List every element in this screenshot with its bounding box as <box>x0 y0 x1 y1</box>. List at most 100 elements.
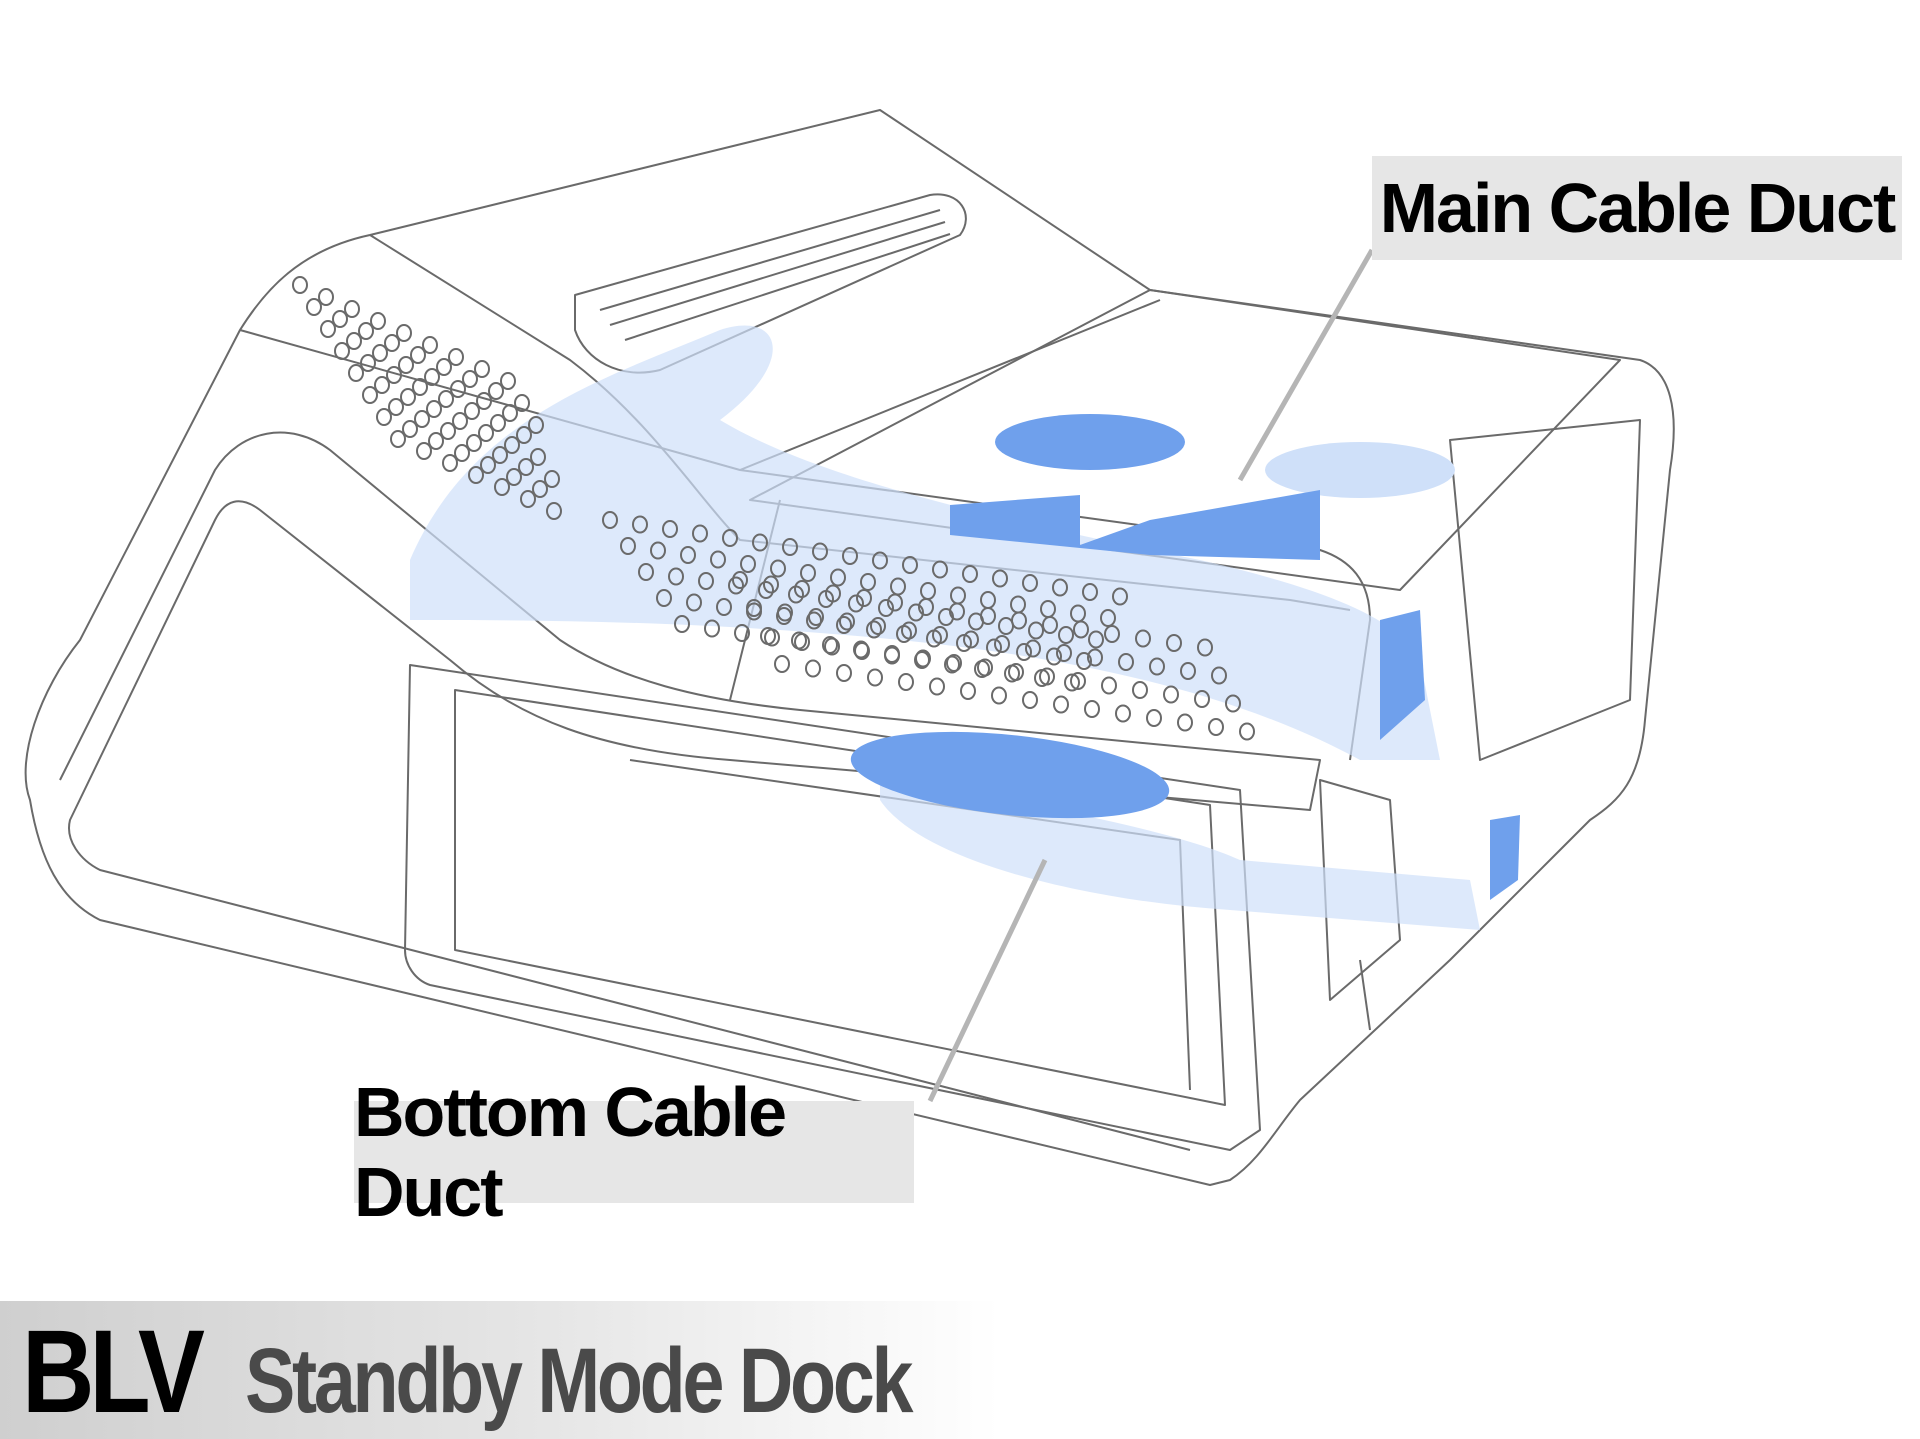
bottom-duct-inner-frame <box>454 689 1226 1106</box>
vent-hole <box>1084 700 1100 718</box>
vent-hole <box>1211 666 1227 685</box>
vent-hole <box>1180 662 1196 680</box>
vent-hole <box>442 454 458 472</box>
main-duct-leader-line <box>1237 248 1375 482</box>
vent-hole <box>960 682 976 700</box>
vent-hole <box>805 659 821 678</box>
vent-hole <box>530 448 546 466</box>
vent-hole <box>1087 648 1103 667</box>
vent-hole <box>1016 643 1032 661</box>
vent-hole <box>760 627 776 645</box>
vent-hole <box>1118 653 1134 671</box>
vent-hole <box>1046 647 1062 666</box>
vent-hole <box>740 555 756 573</box>
vent-hole <box>370 312 386 330</box>
vent-hole <box>438 390 454 408</box>
vent-hole <box>632 515 648 534</box>
title-bar: BLV Standby Mode Dock <box>0 1301 1000 1439</box>
vent-hole <box>396 324 412 342</box>
vent-hole <box>674 615 690 633</box>
bottom-duct-frame <box>404 664 1261 1151</box>
vent-hole <box>344 300 360 318</box>
vent-hole <box>884 645 900 663</box>
vent-hole <box>494 478 510 496</box>
vent-hole <box>372 344 388 362</box>
vent-hole <box>306 298 322 316</box>
vent-hole <box>532 480 548 498</box>
vent-hole <box>668 567 684 586</box>
duct-highlights <box>410 325 1520 930</box>
vent-hole <box>514 394 530 412</box>
vent-hole <box>878 599 894 617</box>
bottom-duct-leader-line <box>927 858 1048 1103</box>
main-cable-duct-label: Main Cable Duct <box>1372 156 1902 260</box>
vent-hole <box>825 584 841 603</box>
vent-hole <box>414 410 430 428</box>
vent-hole <box>866 620 882 639</box>
vent-hole <box>480 456 496 474</box>
vent-hole <box>962 565 978 583</box>
vent-hole <box>334 342 350 360</box>
vent-hole <box>722 529 738 547</box>
vent-hole <box>1194 690 1210 708</box>
vent-hole <box>794 580 810 598</box>
vent-hole <box>440 422 456 440</box>
vent-hole <box>1022 691 1038 709</box>
vent-hole <box>466 434 482 452</box>
vent-hole <box>887 593 903 612</box>
vent-hole <box>478 424 494 442</box>
vent-hole <box>422 336 438 354</box>
vent-hole <box>686 593 702 612</box>
vent-hole <box>464 402 480 420</box>
vent-hole <box>791 631 807 650</box>
vent-hole <box>468 466 484 484</box>
vent-hole <box>1082 583 1098 601</box>
vent-hole <box>822 636 838 654</box>
vent-hole <box>360 354 376 372</box>
vent-hole <box>1008 663 1024 681</box>
vent-hole <box>716 598 732 616</box>
vent-hole <box>782 538 798 556</box>
vent-hole <box>410 346 426 364</box>
side-port-lower <box>1319 779 1401 1001</box>
main-duct-channel <box>950 490 1320 560</box>
vent-hole <box>384 334 400 352</box>
vent-hole <box>1064 673 1080 692</box>
vent-hole <box>746 599 762 617</box>
vent-hole <box>412 378 428 396</box>
vent-hole <box>992 569 1008 588</box>
brand-name: BLV <box>22 1306 205 1438</box>
vent-hole <box>1197 638 1213 657</box>
vent-hole <box>956 634 972 652</box>
vent-hole <box>518 458 534 476</box>
vent-hole <box>638 563 654 581</box>
vent-hole <box>1149 657 1165 676</box>
vent-hole <box>991 686 1007 705</box>
vent-hole <box>1112 587 1128 606</box>
vent-hole <box>1076 652 1092 670</box>
vent-hole <box>842 547 858 565</box>
vent-hole <box>870 617 886 635</box>
vent-hole <box>500 372 516 390</box>
vent-hole <box>346 332 362 350</box>
vent-hole <box>915 649 931 668</box>
vent-hole <box>752 533 768 552</box>
vent-hole <box>1053 695 1069 714</box>
vent-holes <box>292 276 1255 741</box>
vent-hole <box>1070 672 1086 690</box>
vent-hole <box>474 360 490 378</box>
vent-hole <box>824 637 840 656</box>
vent-hole <box>504 436 520 454</box>
vent-hole <box>662 520 678 538</box>
vent-hole <box>1058 626 1074 644</box>
dock-outer-shell <box>24 109 1675 1186</box>
vent-hole <box>963 630 979 649</box>
vent-hole <box>1056 644 1072 662</box>
vent-hole <box>292 276 308 294</box>
vent-hole <box>1101 676 1117 695</box>
vent-hole <box>1052 578 1068 597</box>
vent-hole <box>388 398 404 416</box>
vent-hole <box>450 380 466 398</box>
vent-hole <box>994 635 1010 653</box>
